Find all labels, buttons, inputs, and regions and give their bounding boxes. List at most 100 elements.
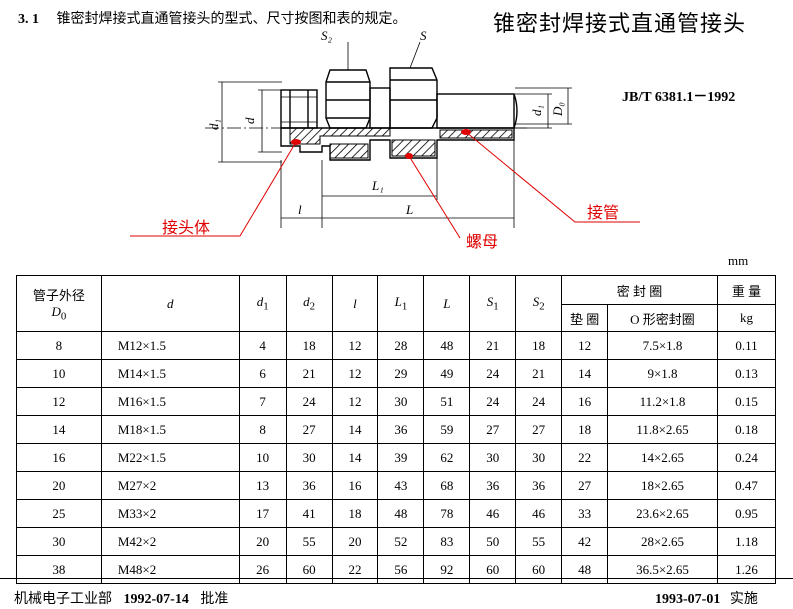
table-cell: 49	[423, 359, 471, 388]
table-cell: 6	[238, 359, 287, 388]
table-cell: 92	[423, 555, 471, 584]
table-cell: 28×2.65	[607, 527, 718, 556]
table-cell: 29	[377, 359, 425, 388]
table-cell: 11.2×1.8	[607, 387, 718, 416]
fitting-drawing: S₂ S d₁ d d₁ D₀ L₁ l L	[130, 28, 640, 239]
col-d1-header: d1	[238, 275, 287, 332]
table-cell: 18×2.65	[607, 471, 718, 500]
footer-approval: 机械电子工业部 1992-07-14 批准	[14, 588, 228, 608]
table-cell: M42×2	[100, 527, 240, 556]
table-cell: 11.8×2.65	[607, 415, 718, 444]
table-cell: 12	[331, 359, 379, 388]
table-cell: 0.18	[716, 415, 777, 444]
spec-table: 管子外径 D0 d d1 d2 l L1 L S1 S2 密 封 圈 重 量 垫…	[16, 275, 777, 584]
table-cell: 25	[16, 499, 102, 528]
table-cell: 0.95	[716, 499, 777, 528]
table-cell: 60	[285, 555, 333, 584]
table-cell: 43	[377, 471, 425, 500]
col-oring-header: O 形密封圈	[607, 304, 718, 332]
table-cell: 14×2.65	[607, 443, 718, 472]
footer-impl: 实施	[729, 592, 758, 607]
table-cell: 30	[515, 443, 563, 472]
table-cell: 68	[423, 471, 471, 500]
table-header-row: 管子外径 D0 d d1 d2 l L1 L S1 S2 密 封 圈 重 量	[16, 275, 777, 332]
table-cell: 12	[561, 331, 609, 360]
table-cell: 13	[238, 471, 287, 500]
table-cell: 46	[515, 499, 563, 528]
table-cell: 0.13	[716, 359, 777, 388]
table-cell: 78	[423, 499, 471, 528]
table-cell: 28	[377, 331, 425, 360]
col-s1-header: S1	[469, 275, 517, 332]
table-cell: 16	[16, 443, 102, 472]
table-cell: 24	[515, 387, 563, 416]
table-cell: 27	[285, 415, 333, 444]
table-subheader-row: 垫 圈 O 形密封圈 kg	[17, 304, 777, 332]
table-cell: 48	[561, 555, 609, 584]
table-cell: 14	[331, 443, 379, 472]
table-cell: 18	[331, 499, 379, 528]
table-cell: 0.47	[716, 471, 777, 500]
section-number: 3. 1	[18, 12, 39, 27]
table-cell: 7.5×1.8	[607, 331, 718, 360]
col-weight-header: 重 量	[716, 275, 777, 305]
table-cell: 10	[16, 359, 102, 388]
table-cell: 62	[423, 443, 471, 472]
footer-implementation: 1993-07-01 实施	[655, 588, 758, 608]
table-cell: 7	[238, 387, 287, 416]
table-cell: 36	[515, 471, 563, 500]
table-cell: 12	[16, 387, 102, 416]
col-d2-header: d2	[285, 275, 333, 332]
table-cell: M27×2	[100, 471, 240, 500]
table-cell: 14	[16, 415, 102, 444]
table-cell: M48×2	[100, 555, 240, 584]
table-cell: 14	[331, 415, 379, 444]
col-gasket-header: 垫 圈	[561, 304, 609, 332]
table-cell: 20	[331, 527, 379, 556]
dim-d1-right: d₁	[529, 105, 544, 116]
table-cell: 8	[238, 415, 287, 444]
table-cell: M14×1.5	[100, 359, 240, 388]
footer-approve: 批准	[200, 592, 229, 607]
table-cell: 18	[515, 331, 563, 360]
table-cell: 24	[285, 387, 333, 416]
table-cell: 12	[331, 331, 379, 360]
table-cell: 55	[285, 527, 333, 556]
table-cell: 18	[561, 415, 609, 444]
table-cell: 22	[561, 443, 609, 472]
table-cell: 14	[561, 359, 609, 388]
dim-d: d	[242, 117, 257, 124]
table-cell: 24	[469, 387, 517, 416]
col-seal-header: 密 封 圈	[561, 275, 718, 305]
section-description: 锥密封焊接式直通管接头的型式、尺寸按图和表的规定。	[56, 12, 407, 27]
table-cell: 16	[561, 387, 609, 416]
table-cell: 48	[423, 331, 471, 360]
table-cell: 60	[515, 555, 563, 584]
dim-d0: D₀	[550, 102, 565, 117]
dim-s2: S₂	[321, 28, 333, 43]
table-cell: 30	[285, 443, 333, 472]
table-cell: 42	[561, 527, 609, 556]
table-cell: M12×1.5	[100, 331, 240, 360]
table-cell: 9×1.8	[607, 359, 718, 388]
dim-l1: L₁	[371, 178, 384, 193]
table-cell: 21	[469, 331, 517, 360]
table-cell: 12	[331, 387, 379, 416]
table-cell: 1.18	[716, 527, 777, 556]
table-cell: 30	[469, 443, 517, 472]
callout-body: 接头体	[162, 218, 211, 237]
standard-number: JB/T 6381.1－1992	[622, 90, 736, 105]
footer-impl-date: 1993-07-01	[655, 592, 721, 607]
table-cell: 56	[377, 555, 425, 584]
table-cell: 41	[285, 499, 333, 528]
table-cell: 48	[377, 499, 425, 528]
table-cell: 1.26	[716, 555, 777, 584]
footer-approve-date: 1992-07-14	[123, 592, 189, 607]
section-heading: 3. 1 锥密封焊接式直通管接头的型式、尺寸按图和表的规定。	[18, 8, 407, 28]
col-L-header: L	[423, 275, 471, 332]
table-cell: 20	[16, 471, 102, 500]
table-cell: 0.11	[716, 331, 777, 360]
